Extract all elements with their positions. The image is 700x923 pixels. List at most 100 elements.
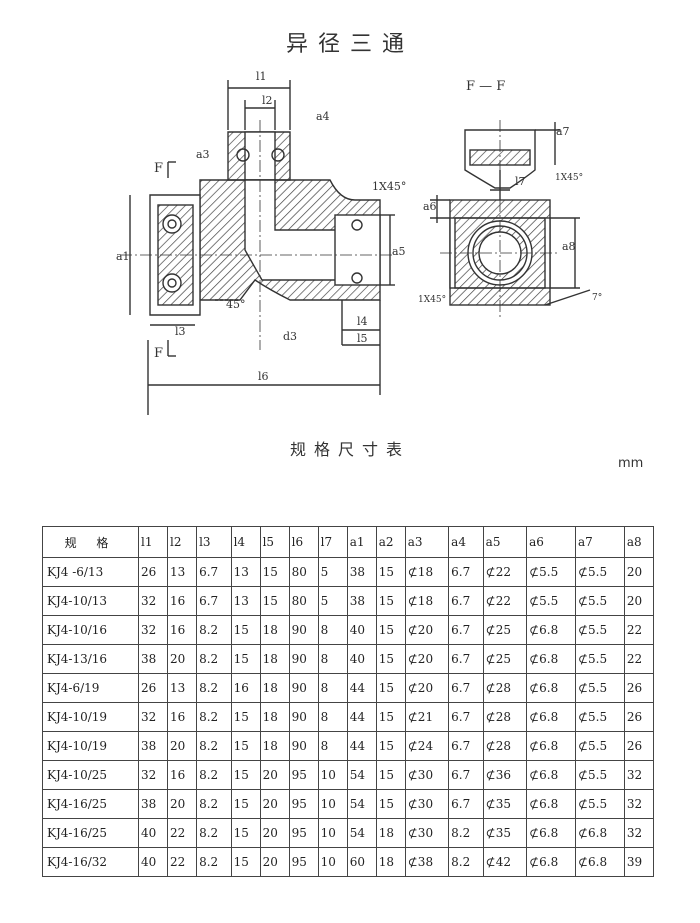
table-cell: 22 (623, 615, 655, 645)
table-cell: ⊄28 (482, 731, 528, 761)
label-chamfer-bottom: 1X45° (418, 295, 446, 305)
table-cell: ⊄38 (404, 847, 450, 877)
table-cell: ⊄5.5 (526, 557, 576, 587)
table-cell: 54 (346, 760, 377, 790)
table-cell: 54 (346, 789, 377, 819)
table-cell: 8 (317, 615, 348, 645)
table-cell: ⊄42 (482, 847, 528, 877)
table-cell: ⊄6.8 (526, 644, 576, 674)
table-cell: KJ4 -6/13 (42, 557, 139, 587)
table-cell: 6.7 (196, 557, 232, 587)
table-cell: KJ4-10/25 (42, 760, 139, 790)
table-cell: 8.2 (196, 615, 232, 645)
table-cell: ⊄6.8 (526, 789, 576, 819)
table-cell: 18 (375, 818, 406, 848)
table-cell: 15 (375, 644, 406, 674)
table-cell: 26 (137, 557, 169, 587)
table-cell: 6.7 (448, 644, 484, 674)
table-cell: 20 (623, 557, 655, 587)
table-cell: ⊄5.5 (574, 760, 625, 790)
table-cell: 90 (288, 702, 319, 732)
table-cell: 38 (137, 789, 169, 819)
table-cell: 20 (259, 818, 290, 848)
table-cell: 15 (230, 847, 261, 877)
column-header: l5 (259, 526, 290, 558)
table-cell: 16 (167, 760, 198, 790)
table-cell: ⊄30 (404, 789, 450, 819)
table-cell: ⊄5.5 (574, 615, 625, 645)
table-cell: KJ4-13/16 (42, 644, 139, 674)
table-cell: ⊄6.8 (574, 818, 625, 848)
table-cell: 54 (346, 818, 377, 848)
label-a8: a8 (562, 240, 576, 253)
table-cell: 6.7 (196, 586, 232, 616)
table-cell: 8.2 (448, 847, 484, 877)
table-cell: ⊄35 (482, 818, 528, 848)
table-cell: 8.2 (196, 760, 232, 790)
table-cell: 15 (375, 731, 406, 761)
label-l2: l2 (262, 94, 273, 107)
table-cell: 38 (137, 731, 169, 761)
table-cell: 8 (317, 644, 348, 674)
table-cell: 15 (259, 557, 290, 587)
table-cell: 95 (288, 760, 319, 790)
table-cell: 8.2 (196, 673, 232, 703)
table-cell: 22 (167, 818, 198, 848)
table-cell: 18 (259, 731, 290, 761)
table-cell: ⊄18 (404, 557, 450, 587)
table-cell: ⊄5.5 (574, 702, 625, 732)
table-cell: 15 (259, 586, 290, 616)
table-cell: ⊄5.5 (574, 731, 625, 761)
label-l5: l5 (357, 332, 368, 345)
table-cell: 16 (230, 673, 261, 703)
table-cell: ⊄6.8 (526, 702, 576, 732)
table-cell: 15 (375, 789, 406, 819)
table-cell: 15 (230, 789, 261, 819)
column-header: a5 (482, 526, 528, 558)
table-cell: ⊄6.8 (526, 615, 576, 645)
table-cell: 13 (167, 557, 198, 587)
side-view-labels: l1 l2 a4 a3 a1 a5 l3 d3 l4 l5 l6 1X45° 4… (116, 70, 406, 383)
label-l3: l3 (175, 325, 186, 338)
table-cell: ⊄5.5 (574, 789, 625, 819)
table-cell: KJ4-16/25 (42, 789, 139, 819)
table-cell: 22 (167, 847, 198, 877)
label-l4: l4 (357, 315, 368, 328)
table-cell: ⊄6.8 (526, 760, 576, 790)
table-cell: 20 (167, 731, 198, 761)
table-cell: 8.2 (196, 702, 232, 732)
table-cell: 95 (288, 818, 319, 848)
label-a1: a1 (116, 250, 130, 263)
column-header: l3 (196, 526, 232, 558)
table-cell: 8.2 (196, 789, 232, 819)
table-cell: 32 (137, 586, 169, 616)
table-cell: 39 (623, 847, 655, 877)
table-cell: 8 (317, 673, 348, 703)
column-header: a7 (574, 526, 625, 558)
table-cell: ⊄6.8 (526, 673, 576, 703)
label-a7: a7 (556, 125, 570, 138)
table-cell: 26 (623, 702, 655, 732)
table-cell: ⊄6.8 (526, 731, 576, 761)
table-cell: 20 (167, 789, 198, 819)
label-a6: a6 (423, 200, 437, 213)
table-cell: 16 (167, 702, 198, 732)
column-header: 规 格 (42, 526, 139, 558)
table-cell: 8 (317, 702, 348, 732)
table-cell: 20 (167, 644, 198, 674)
table-cell: 26 (137, 673, 169, 703)
table-cell: 6.7 (448, 702, 484, 732)
table-cell: ⊄5.5 (574, 644, 625, 674)
table-cell: 44 (346, 673, 377, 703)
unit-label: mm (618, 456, 644, 471)
table-cell: ⊄30 (404, 760, 450, 790)
table-cell: ⊄20 (404, 673, 450, 703)
table-cell: 8.2 (448, 818, 484, 848)
section-mark-top: F (154, 161, 163, 176)
table-cell: 15 (230, 615, 261, 645)
table-cell: 18 (259, 644, 290, 674)
